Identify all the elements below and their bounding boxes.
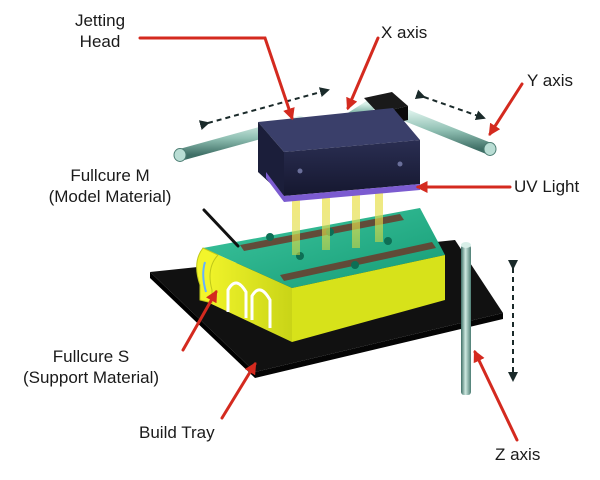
label-jetting-head-line2: Head <box>79 32 121 51</box>
label-z-axis: Z axis <box>495 445 541 464</box>
fullcure-s-callout <box>181 289 218 352</box>
label-fullcure-m: Fullcure M (Model Material) <box>30 165 190 207</box>
uv-beams <box>292 172 383 255</box>
build-tray-callout <box>220 361 257 420</box>
z-axis-callout <box>473 349 519 442</box>
x-axis-callout <box>346 36 380 111</box>
label-jetting-head: Jetting Head <box>60 10 140 52</box>
callout-arrows <box>138 36 524 442</box>
label-jetting-head-line1: Jetting <box>74 11 126 30</box>
jetting-head <box>258 108 420 202</box>
label-fullcure-s: Fullcure S (Support Material) <box>0 346 182 388</box>
fullcure-m-pointer <box>202 208 240 248</box>
label-fullcure-m-line2: (Model Material) <box>48 187 172 206</box>
jetting-head-callout <box>138 36 295 121</box>
y-axis-callout <box>488 82 524 137</box>
motion-arrows <box>198 87 518 382</box>
z-axis-rail <box>461 242 471 395</box>
label-fullcure-s-line1: Fullcure S <box>52 347 130 366</box>
label-fullcure-m-line1: Fullcure M <box>70 166 150 185</box>
label-x-axis: X axis <box>381 23 428 42</box>
label-uv-light: UV Light <box>514 177 580 196</box>
label-y-axis: Y axis <box>527 71 573 90</box>
label-build-tray: Build Tray <box>139 423 215 442</box>
label-fullcure-s-line2: (Support Material) <box>22 368 160 387</box>
